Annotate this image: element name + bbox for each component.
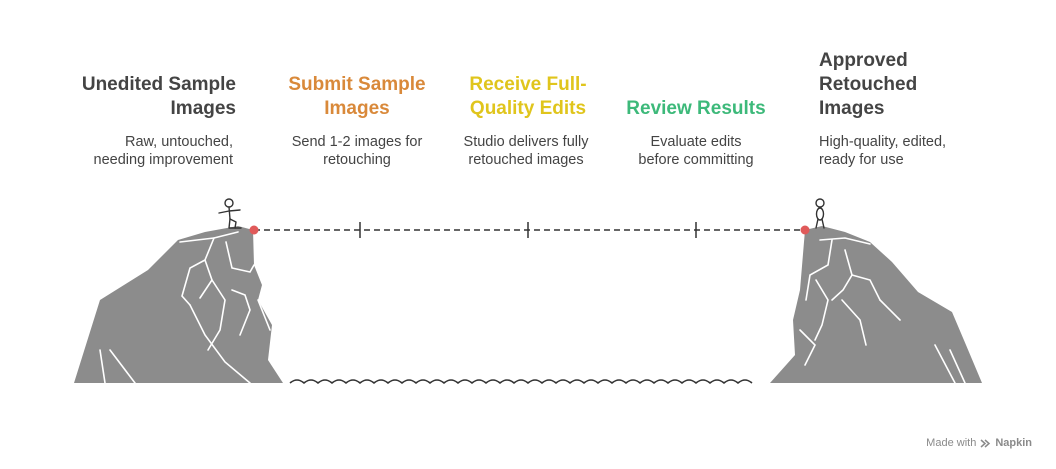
- step-3-title: Receive Full- Quality Edits: [469, 74, 587, 119]
- walking-person-icon: [218, 198, 242, 229]
- napkin-logo-icon: [980, 438, 991, 448]
- footer-prefix: Made with: [926, 437, 977, 449]
- step-5-description: High-quality, edited, ready for use: [819, 134, 947, 168]
- end-endpoint: [800, 225, 810, 235]
- right-cliff: [770, 226, 982, 384]
- step-3-description: Studio delivers fully retouched images: [463, 134, 589, 168]
- standing-person-icon: [815, 198, 825, 229]
- step-2-title: Submit Sample Images: [288, 74, 426, 119]
- step-5-title: Approved Retouched Images: [819, 50, 918, 119]
- step-4-description: Evaluate edits before committing: [638, 134, 754, 168]
- step-4-title: Review Results: [626, 98, 766, 119]
- step-1-description: Raw, untouched, needing improvement: [93, 134, 233, 168]
- step-2-description: Send 1-2 images for retouching: [291, 134, 423, 168]
- start-endpoint: [249, 225, 259, 235]
- footer-watermark: Made with Napkin: [926, 437, 1032, 449]
- water-waves: [289, 379, 753, 384]
- step-1-title: Unedited Sample Images: [81, 74, 236, 119]
- footer-brand: Napkin: [995, 437, 1032, 449]
- left-cliff: [74, 226, 283, 384]
